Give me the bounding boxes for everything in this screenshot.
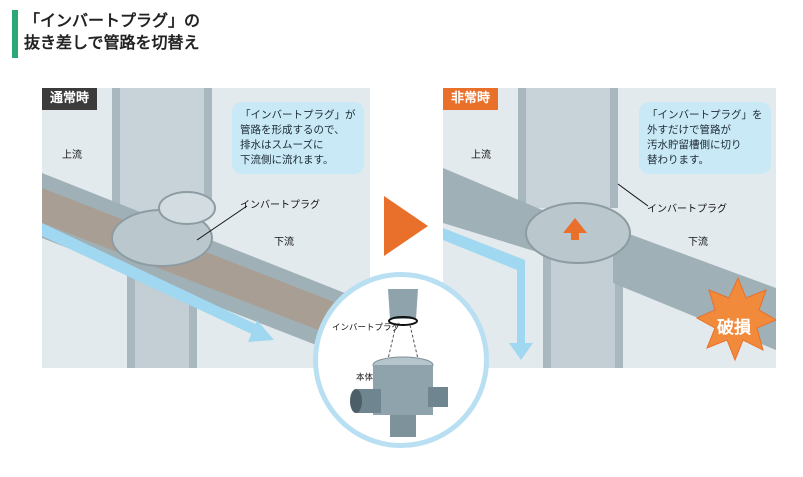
normal-downstream-label: 下流 — [274, 237, 294, 248]
title-accent-bar — [12, 10, 18, 58]
transition-arrow-icon — [384, 196, 428, 256]
detail-plug-label: インバートプラグ — [332, 323, 401, 333]
detail-circle: インバートプラグ 本体 — [313, 272, 489, 448]
panel-normal: 通常時 「インバートプラグ」が 管路を形成するので、 排水はスムーズに 下流側に… — [42, 88, 370, 368]
title-line-2: 抜き差しで管路を切替え — [24, 33, 200, 52]
emergency-bubble-line-4: 替わります。 — [647, 154, 709, 166]
panel-emergency: 非常時 「インバートプラグ」を 外すだけで管路が 汚水貯留槽側に切り 替わります… — [443, 88, 776, 368]
emergency-plug-label: インバートプラグ — [647, 204, 727, 215]
tag-emergency: 非常時 — [443, 88, 499, 110]
emergency-bubble-line-3: 汚水貯留槽側に切り — [647, 139, 742, 151]
normal-bubble-line-2: 管路を形成するので、 — [240, 124, 345, 136]
normal-bubble-line-4: 下流側に流れます。 — [240, 154, 334, 166]
emergency-bubble-line-1: 「インバートプラグ」を — [647, 109, 763, 121]
normal-upstream-label: 上流 — [62, 150, 82, 161]
normal-bubble-line-1: 「インバートプラグ」が — [240, 109, 356, 121]
normal-explanation-bubble: 「インバートプラグ」が 管路を形成するので、 排水はスムーズに 下流側に流れます… — [232, 102, 364, 174]
normal-bubble-line-3: 排水はスムーズに — [240, 139, 324, 151]
normal-plug-label: インバートプラグ — [240, 200, 320, 211]
emergency-bubble-line-2: 外すだけで管路が — [647, 124, 731, 136]
page-title: 「インバートプラグ」の 抜き差しで管路を切替え — [24, 10, 200, 54]
detail-parts-illustration — [350, 289, 448, 437]
tag-normal: 通常時 — [42, 88, 98, 110]
title-line-1: 「インバートプラグ」の — [24, 11, 201, 30]
detail-body-label: 本体 — [356, 373, 374, 383]
emergency-explanation-bubble: 「インバートプラグ」を 外すだけで管路が 汚水貯留槽側に切り 替わります。 — [639, 102, 771, 174]
emergency-downstream-label: 下流 — [688, 237, 708, 248]
damage-label: 破損 — [717, 318, 751, 338]
emergency-upstream-label: 上流 — [471, 150, 491, 161]
